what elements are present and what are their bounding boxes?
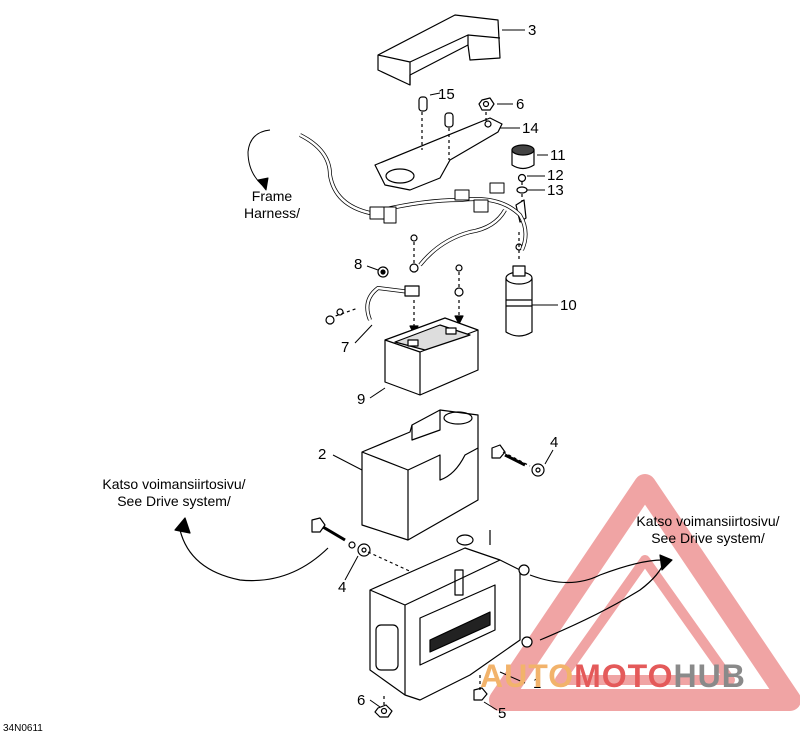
callout-3: 3 <box>528 22 537 39</box>
callout-11: 11 <box>550 147 566 164</box>
bolt-part-5 <box>473 672 488 701</box>
spacer-part-15 <box>418 96 454 128</box>
callout-9: 9 <box>357 391 366 408</box>
callout-4-right: 4 <box>550 434 559 451</box>
drive-note-left-line-1: Katso voimansiirtosivu/ <box>102 476 246 492</box>
battery-cover-part-3 <box>377 14 501 86</box>
drive-system-arrow-right <box>529 554 673 641</box>
frame-harness-note: Frame Harness/ <box>232 188 312 222</box>
callout-14: 14 <box>522 120 539 137</box>
frame-harness-line-2: Harness/ <box>243 205 301 221</box>
callout-13: 13 <box>547 182 564 199</box>
drive-system-arrow-left <box>174 517 329 582</box>
drive-system-note-left: Katso voimansiirtosivu/ See Drive system… <box>84 476 264 510</box>
bracket-part-14 <box>374 112 503 191</box>
cap-part-11 <box>511 144 535 170</box>
callout-15: 15 <box>438 86 455 103</box>
watermark-hub: HUB <box>673 658 746 694</box>
frame-harness-line-1: Frame <box>251 188 293 204</box>
leader-lines <box>332 29 558 711</box>
mounting-tray-part-1 <box>369 530 533 701</box>
drive-note-right-line-1: Katso voimansiirtosivu/ <box>636 513 780 529</box>
figure-code: 34N0611 <box>3 723 43 734</box>
battery-part-9 <box>384 317 479 396</box>
drive-note-left-line-2: See Drive system/ <box>117 493 231 509</box>
nut-part-6-top <box>478 97 495 111</box>
bolt-washer-part-4-right <box>491 444 545 477</box>
callout-8: 8 <box>354 256 363 273</box>
callout-7: 7 <box>341 339 350 356</box>
nut-part-6-bottom <box>374 695 393 718</box>
frame-harness-wiring <box>247 129 528 267</box>
ground-cable-part-7 <box>325 285 420 325</box>
callout-10: 10 <box>560 297 577 314</box>
fuse-holder-part-10 <box>505 232 533 337</box>
drive-note-right-line-2: See Drive system/ <box>651 530 765 546</box>
watermark-logo: AUTOMOTOHUB <box>480 658 746 695</box>
drive-system-note-right: Katso voimansiirtosivu/ See Drive system… <box>618 513 798 547</box>
watermark-auto: AUTO <box>480 658 575 694</box>
callout-6-top: 6 <box>516 96 525 113</box>
callout-12: 12 <box>547 167 564 184</box>
washer-part-8 <box>377 266 389 278</box>
callout-5: 5 <box>498 705 507 722</box>
callout-6-bottom: 6 <box>357 692 366 709</box>
watermark-triangle <box>489 474 800 711</box>
watermark-moto: MOTO <box>574 658 674 694</box>
callout-1: 1 <box>533 675 542 692</box>
battery-box-part-2 <box>361 409 479 541</box>
callout-4-left: 4 <box>338 579 347 596</box>
callout-2: 2 <box>318 446 327 463</box>
